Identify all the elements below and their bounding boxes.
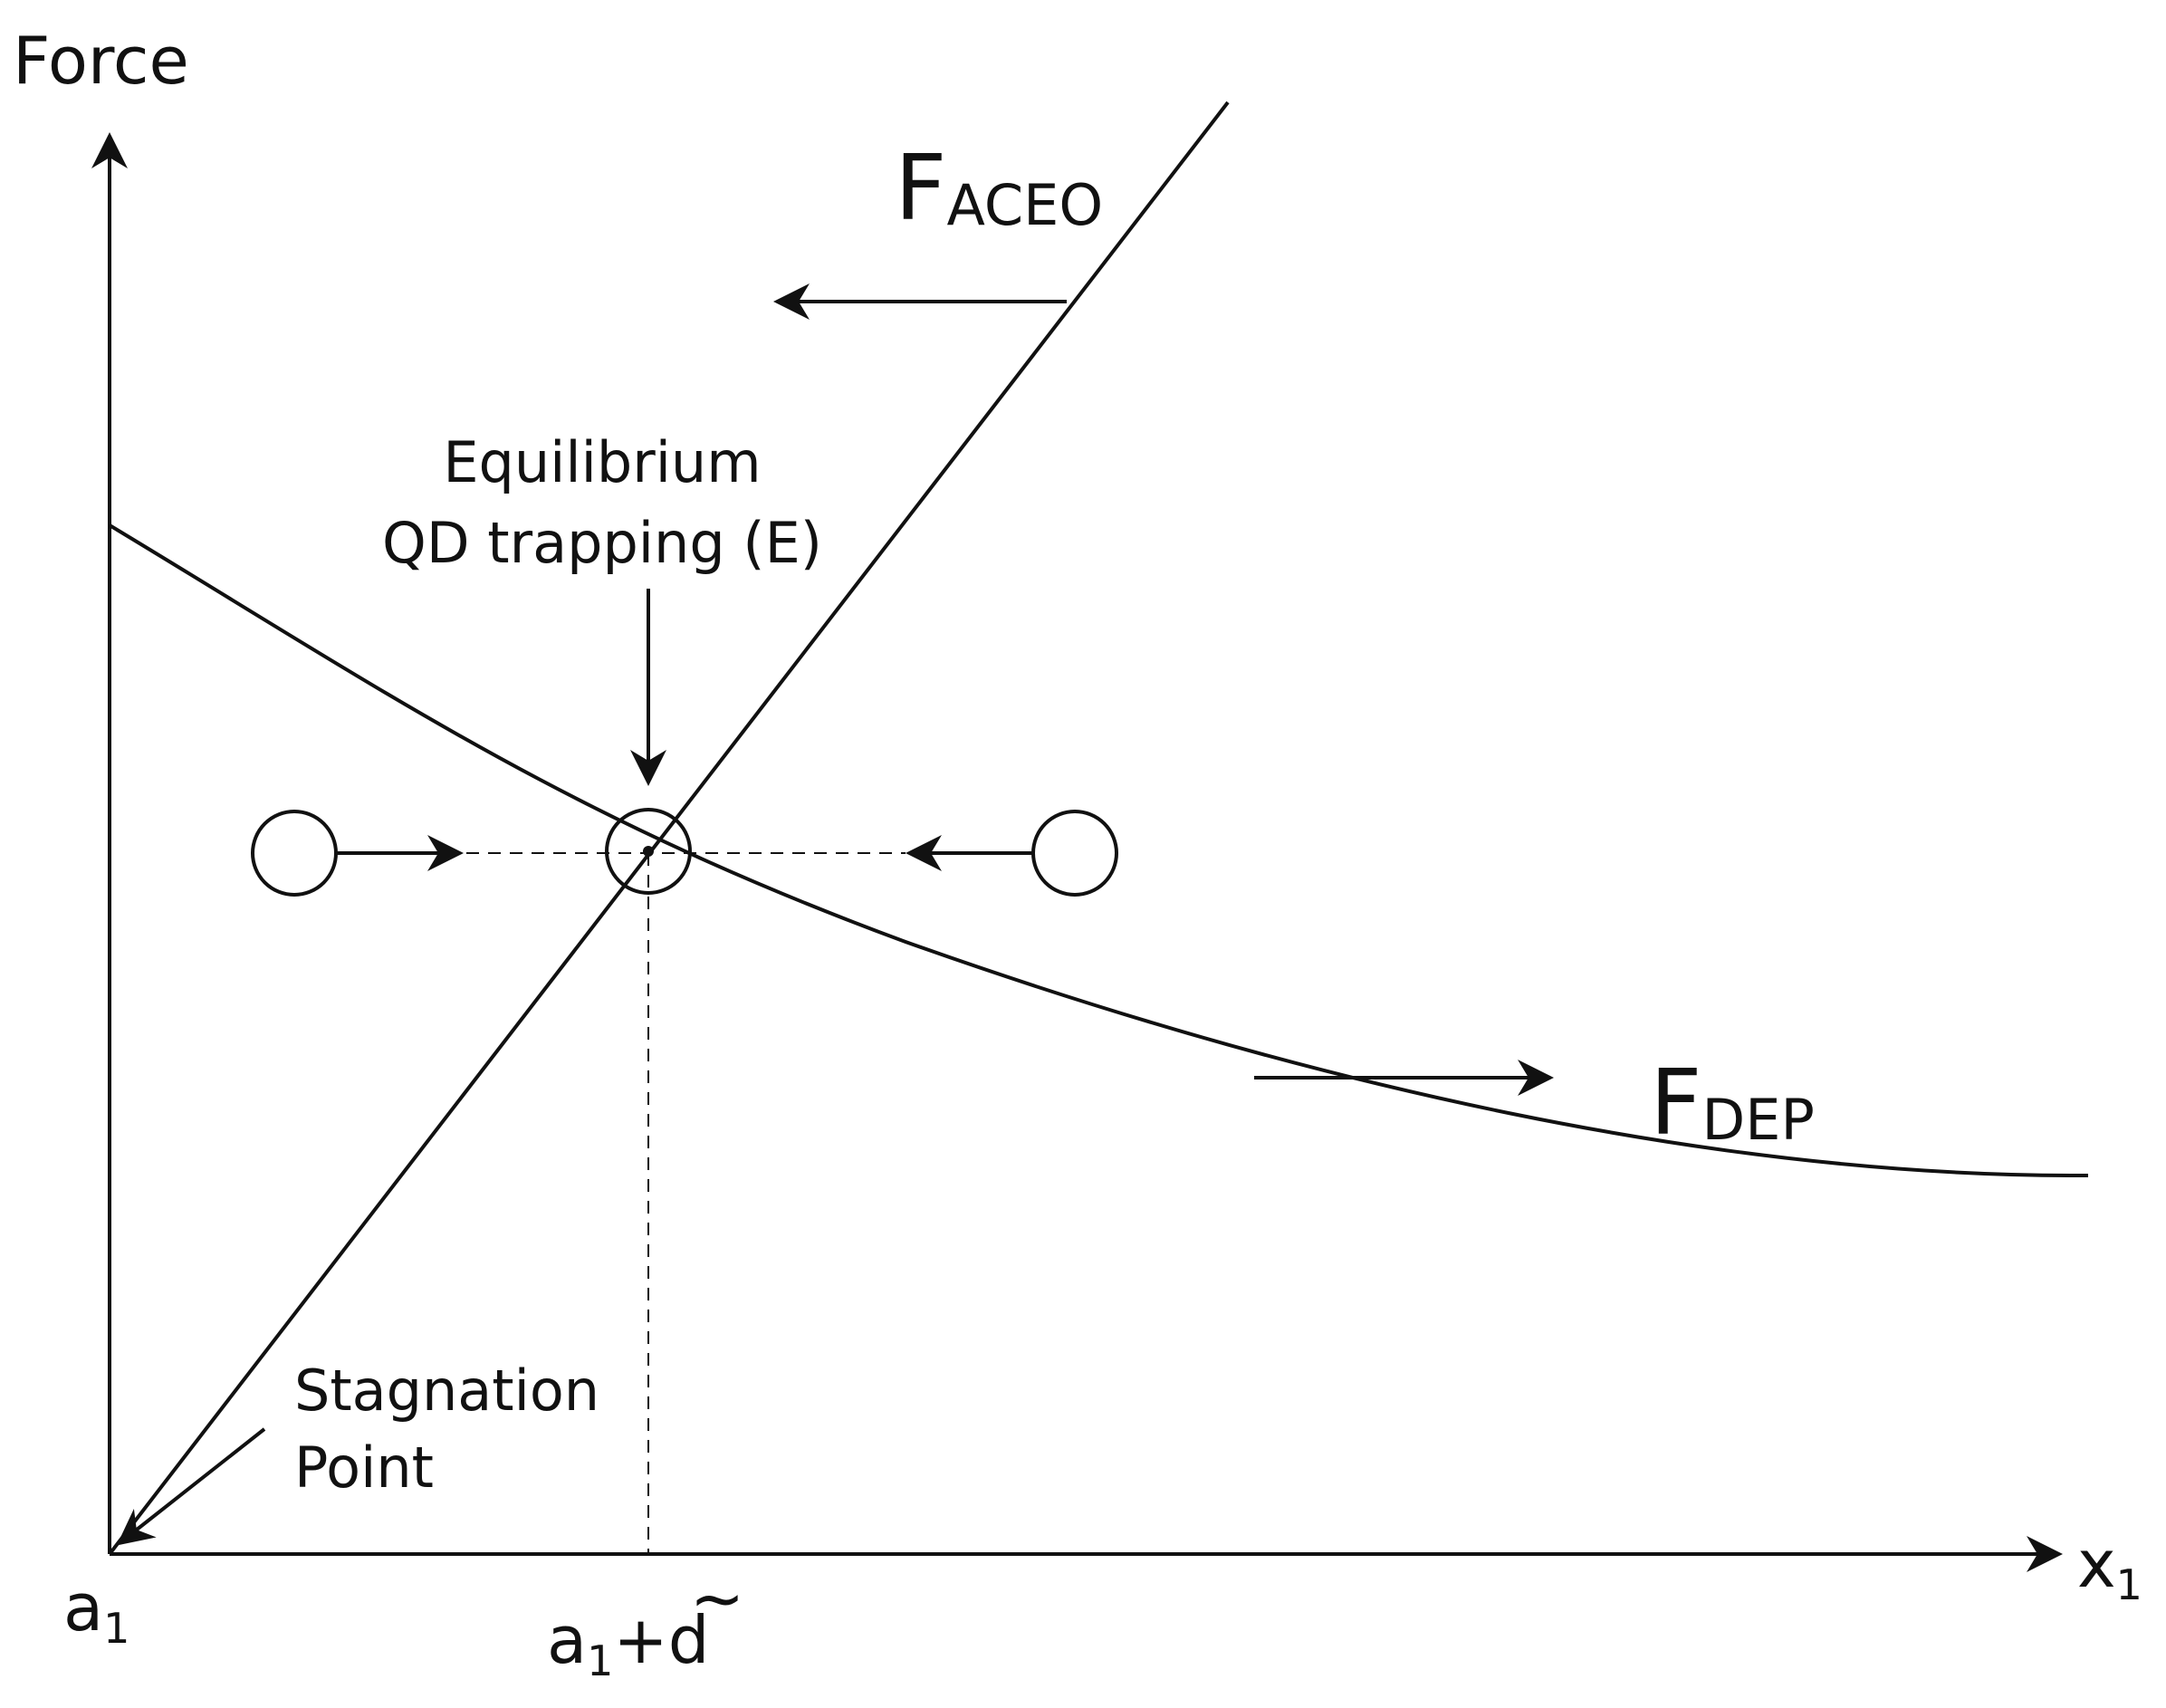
aceo-force-line <box>108 101 1230 1556</box>
dep-force-label: FDEP <box>1650 1050 1815 1156</box>
qd-left-circle <box>251 810 338 897</box>
stagnation-pointer-arrow <box>116 1427 266 1546</box>
qd-trapped-circle <box>605 808 692 895</box>
stagnation-label-line2: Point <box>294 1435 434 1501</box>
origin-tick-label: a1 <box>63 1569 129 1653</box>
dep-force-curve <box>108 523 2089 1178</box>
aceo-force-label: FACEO <box>895 135 1103 241</box>
stagnation-label-line1: Stagnation <box>294 1358 599 1424</box>
equilibrium-point-dot <box>643 846 654 857</box>
equilibrium-label-line2: QD trapping (E) <box>382 510 822 576</box>
equilibrium-tick-tilde: ~ <box>690 1560 744 1636</box>
x-axis-label-sub: 1 <box>2116 1560 2142 1609</box>
qd-right-circle <box>1031 810 1118 897</box>
y-axis-label: Force <box>13 23 189 99</box>
x-axis-label: x1 <box>2077 1526 2142 1609</box>
equilibrium-label-line1: Equilibrium <box>443 429 761 495</box>
x-axis-label-main: x <box>2077 1526 2116 1602</box>
equilibrium-tick-label: a1+d <box>547 1602 709 1685</box>
